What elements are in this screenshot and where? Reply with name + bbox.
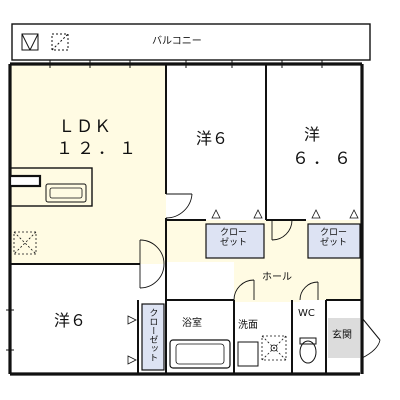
closet-center-label: クロー ゼット — [220, 228, 248, 249]
interior-walls — [10, 64, 362, 374]
bathtub-icon — [169, 339, 231, 369]
fridge-space-icon — [13, 231, 37, 255]
aircon-unit-icon — [51, 33, 69, 51]
balcony-label: バルコニー — [152, 36, 202, 47]
closet-vertical-label: クローゼット — [147, 308, 158, 362]
right-room-label: 洋 — [304, 125, 321, 144]
sink-icon — [45, 183, 87, 203]
door-swings — [139, 193, 319, 301]
washer-space-icon — [261, 335, 287, 361]
window-marks — [6, 60, 323, 351]
west-room-label: 洋６ — [54, 311, 87, 330]
ldk-label: ＬＤＫ — [58, 117, 112, 137]
balcony-area — [11, 23, 371, 61]
toilet-icon — [299, 340, 317, 364]
closet-right — [307, 223, 361, 259]
wc-label: WC — [298, 308, 315, 319]
closet-right-label: クロー ゼット — [320, 228, 348, 249]
closet-center — [205, 223, 265, 259]
storage-box-icon — [21, 33, 39, 51]
bath-label: 浴室 — [182, 318, 202, 329]
entrance-floor — [328, 318, 360, 358]
right-room-size-label: ６．６ — [292, 149, 355, 169]
hall-label: ホール — [262, 272, 292, 283]
washroom-label: 洗面 — [238, 320, 258, 331]
center-room-label: 洋６ — [196, 129, 229, 148]
ldk-floor — [10, 64, 166, 264]
entrance-label: 玄関 — [332, 330, 352, 341]
ldk-size-label: １２．１ — [56, 139, 140, 159]
basin-icon — [237, 341, 259, 367]
closet-vertical — [141, 303, 165, 371]
